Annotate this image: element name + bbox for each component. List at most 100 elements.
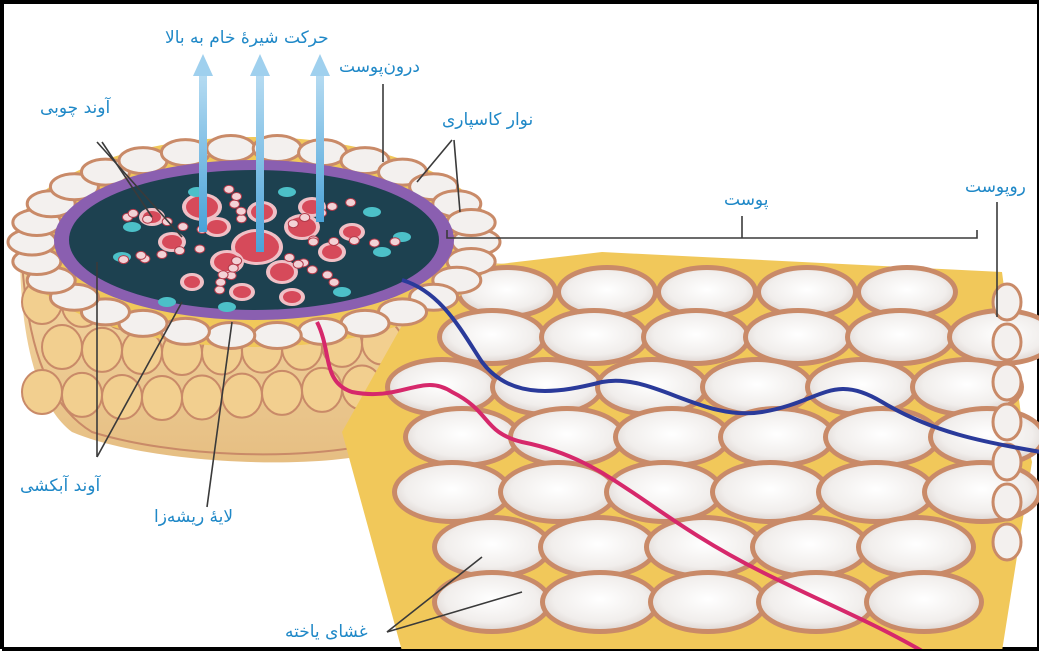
- phloem-cell: [363, 207, 381, 217]
- cortex-cell: [618, 411, 726, 463]
- xylem-cell: [283, 291, 301, 303]
- xylem-cell: [322, 245, 342, 259]
- parenchyma-cell: [136, 251, 146, 259]
- cortex-cell: [408, 411, 516, 463]
- parenchyma-cell: [216, 278, 226, 286]
- cortex-cell: [761, 270, 853, 314]
- side-cell: [302, 368, 342, 412]
- parenchyma-cell: [224, 185, 234, 193]
- label-cortex: پوست: [724, 190, 768, 210]
- cortex-cell: [544, 313, 644, 361]
- parenchyma-cell: [293, 260, 303, 268]
- parenchyma-cell: [288, 220, 298, 228]
- cortex-cell: [609, 465, 719, 519]
- parenchyma-cell: [232, 192, 242, 200]
- parenchyma-cell: [307, 266, 317, 274]
- side-cell: [82, 328, 122, 372]
- ring-cell: [207, 136, 255, 162]
- parenchyma-cell: [236, 215, 246, 223]
- parenchyma-cell: [369, 239, 379, 247]
- side-cell: [222, 374, 262, 418]
- side-cell: [42, 325, 82, 369]
- cortex-cell: [561, 270, 653, 314]
- side-cell: [262, 371, 302, 415]
- parenchyma-cell: [195, 245, 205, 253]
- parenchyma-cell: [228, 264, 238, 272]
- xylem-cell: [233, 286, 251, 298]
- parenchyma-cell: [346, 199, 356, 207]
- cortex-cell: [715, 465, 825, 519]
- parenchyma-cell: [215, 286, 225, 294]
- xylem-cell: [184, 276, 200, 288]
- label-casparian-strip: نوار کاسپاری: [442, 110, 533, 130]
- label-endodermis: درون‌پوست: [339, 57, 420, 77]
- cortex-cell: [748, 313, 848, 361]
- xylem-cell: [207, 220, 227, 234]
- side-cell: [142, 376, 182, 420]
- cortex-cell: [545, 575, 655, 629]
- cortex-cell: [437, 520, 547, 574]
- cortex-cell: [437, 575, 547, 629]
- epidermis-cell: [993, 324, 1021, 360]
- ring-cell: [161, 318, 209, 344]
- cortex-cell: [821, 465, 931, 519]
- epidermis-cell: [993, 364, 1021, 400]
- parenchyma-cell: [284, 253, 294, 261]
- epidermis-cell: [993, 404, 1021, 440]
- ring-cell: [447, 209, 495, 235]
- parenchyma-cell: [218, 271, 228, 279]
- parenchyma-cell: [232, 257, 242, 265]
- phloem-cell: [278, 187, 296, 197]
- cortex-cell: [861, 520, 971, 574]
- xylem-cell: [343, 226, 361, 238]
- parenchyma-cell: [236, 207, 246, 215]
- cortex-cell: [397, 465, 507, 519]
- epidermis-cell: [993, 484, 1021, 520]
- cortex-cell: [723, 411, 831, 463]
- label-upward-sap: حرکت شیرهٔ خام به بالا: [165, 28, 329, 48]
- cortex-cell: [543, 520, 653, 574]
- parenchyma-cell: [128, 209, 138, 217]
- cortex-cell: [503, 465, 613, 519]
- parenchyma-cell: [308, 238, 318, 246]
- label-pericycle: لایهٔ ریشه‌زا: [154, 507, 233, 527]
- label-phloem: آوند آبکشی: [20, 476, 100, 496]
- parenchyma-cell: [327, 202, 337, 210]
- phloem-cell: [333, 287, 351, 297]
- parenchyma-cell: [329, 278, 339, 286]
- side-cell: [22, 370, 62, 414]
- parenchyma-cell: [390, 238, 400, 246]
- xylem-cell: [270, 263, 294, 281]
- phloem-cell: [123, 222, 141, 232]
- cortex-cell: [442, 313, 542, 361]
- ring-cell: [253, 322, 301, 348]
- parenchyma-cell: [300, 213, 310, 221]
- cortex-cell: [861, 270, 953, 314]
- cortex-cell: [661, 270, 753, 314]
- phloem-cell: [158, 297, 176, 307]
- cortex-cell: [649, 520, 759, 574]
- parenchyma-cell: [178, 223, 188, 231]
- cortex-cell: [755, 520, 865, 574]
- cortex-cell: [810, 362, 914, 412]
- cortex-cell: [761, 575, 871, 629]
- phloem-cell: [373, 247, 391, 257]
- cortex-cell: [653, 575, 763, 629]
- cortex-cell: [850, 313, 950, 361]
- cortex-cell: [828, 411, 936, 463]
- cortex-bracket: [447, 230, 977, 238]
- label-epidermis: روپوست: [965, 177, 1026, 197]
- cortex-cell: [933, 411, 1039, 463]
- stele-cross-section: [8, 136, 500, 349]
- cortex-cell: [646, 313, 746, 361]
- ring-cell: [341, 310, 389, 336]
- side-cell: [182, 375, 222, 419]
- cortex-cell: [869, 575, 979, 629]
- label-cell-membrane: غشای یاخته: [285, 622, 368, 642]
- parenchyma-cell: [349, 237, 359, 245]
- label-xylem: آوند چوبی: [40, 98, 110, 118]
- parenchyma-cell: [119, 256, 129, 264]
- parenchyma-cell: [329, 237, 339, 245]
